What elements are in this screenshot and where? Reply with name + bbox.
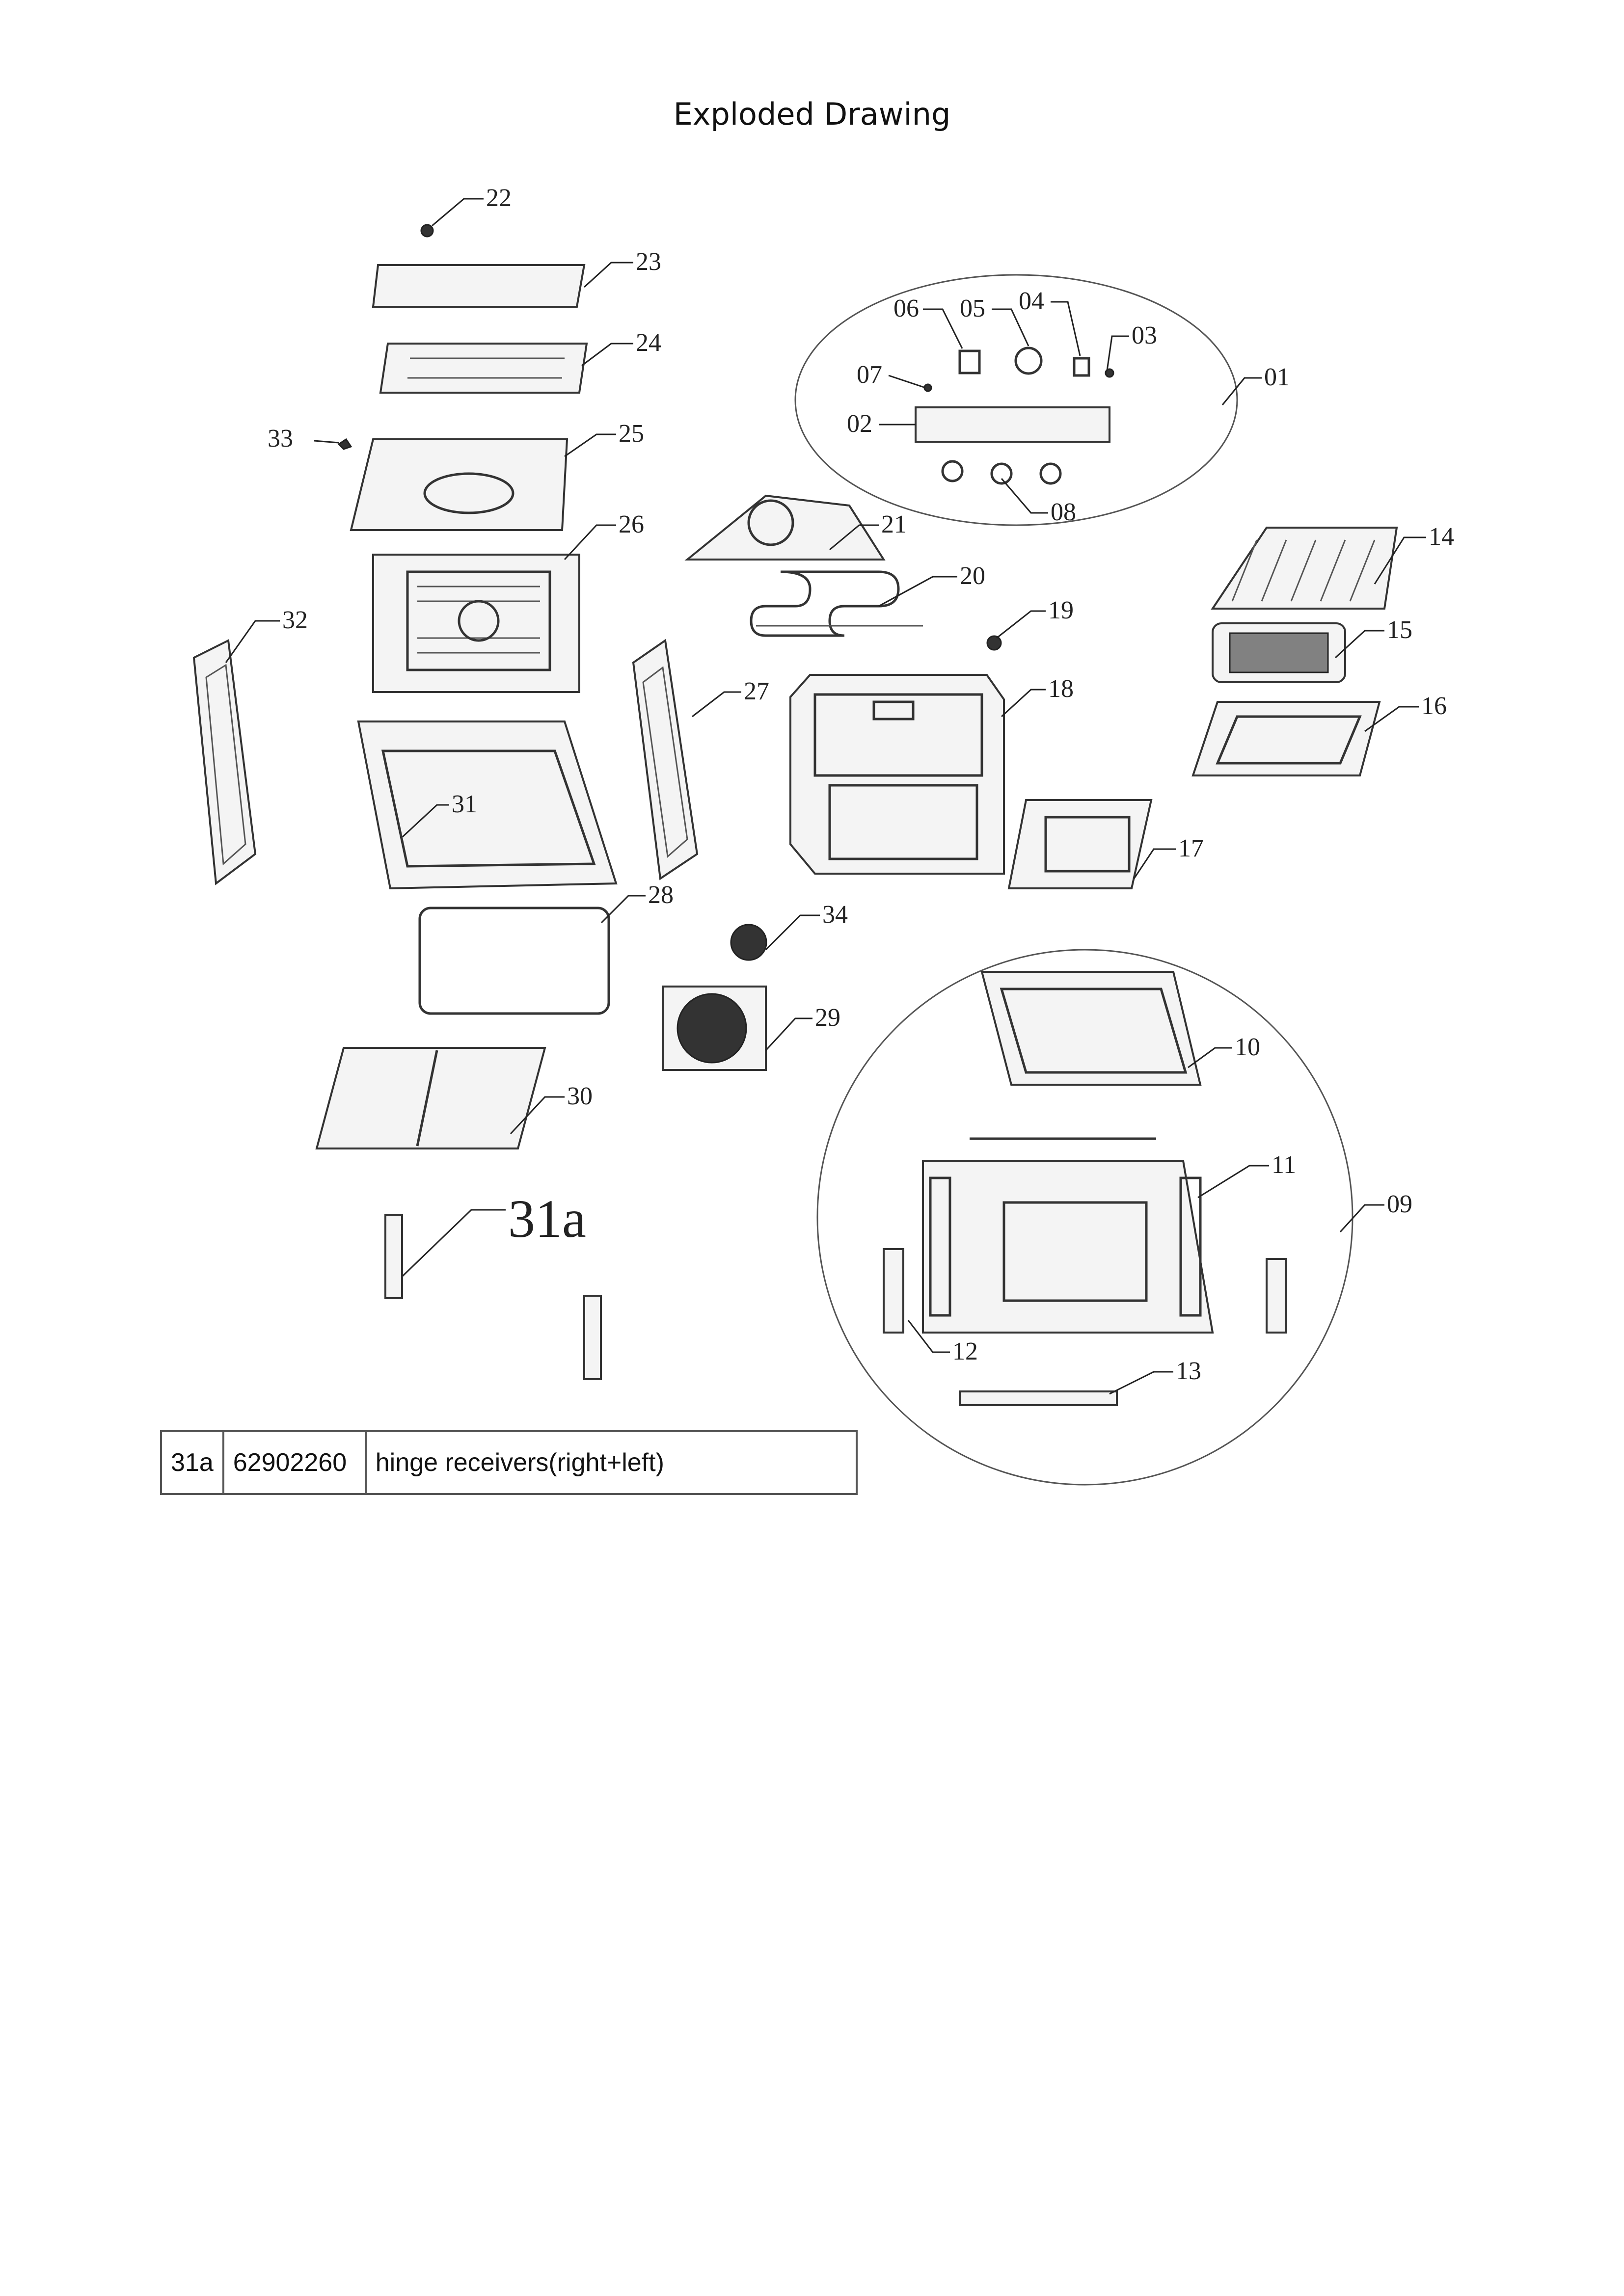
part-20-heating-element xyxy=(750,570,900,637)
callout-08: 08 xyxy=(1051,498,1076,526)
callout-09: 09 xyxy=(1387,1190,1412,1218)
table-cell-item: 31a xyxy=(160,1430,224,1495)
callout-21: 21 xyxy=(881,510,907,538)
part-31a-hinge-receiver-right xyxy=(583,1295,602,1380)
part-12-door-hinge-right xyxy=(1266,1258,1287,1334)
callout-05: 05 xyxy=(960,294,985,322)
part-08-knob-1 xyxy=(941,460,964,482)
part-07-screw xyxy=(923,383,932,392)
part-12-door-hinge-left xyxy=(883,1248,904,1334)
callout-28: 28 xyxy=(648,881,674,909)
part-24-top-panel xyxy=(379,343,588,394)
callout-29: 29 xyxy=(815,1004,840,1032)
part-25-cavity-top xyxy=(350,438,568,531)
part-16-baking-tray xyxy=(1191,701,1381,776)
parts-table: 31a 62902260 hinge receivers(right+left) xyxy=(160,1430,858,1495)
callout-33: 33 xyxy=(268,425,293,453)
callout-10: 10 xyxy=(1235,1033,1260,1061)
part-10-door-glass xyxy=(980,971,1202,1086)
callout-06: 06 xyxy=(893,294,919,322)
page-title: Exploded Drawing xyxy=(673,96,951,132)
part-05-knob xyxy=(1014,347,1043,375)
part-22-screw xyxy=(420,224,434,238)
part-21-fan-cover xyxy=(684,494,886,561)
part-28-gasket xyxy=(418,907,610,1015)
callout-19: 19 xyxy=(1048,596,1074,624)
callout-15: 15 xyxy=(1387,616,1412,644)
callout-14: 14 xyxy=(1429,523,1454,551)
callout-31: 31 xyxy=(452,790,477,818)
callout-23: 23 xyxy=(636,248,661,276)
callout-13: 13 xyxy=(1176,1357,1201,1385)
callout-22: 22 xyxy=(486,184,512,212)
callout-30: 30 xyxy=(567,1082,593,1110)
part-19-lamp xyxy=(986,635,1002,651)
callout-16: 16 xyxy=(1421,692,1447,720)
part-06-switch xyxy=(958,349,981,374)
callout-31a: 31a xyxy=(508,1189,586,1249)
part-27-right-side-panel xyxy=(632,639,699,881)
callout-03: 03 xyxy=(1132,321,1157,349)
callout-18: 18 xyxy=(1048,675,1074,703)
callout-32: 32 xyxy=(282,606,308,634)
callout-17: 17 xyxy=(1178,834,1204,862)
callout-07: 07 xyxy=(857,361,882,389)
callout-02: 02 xyxy=(847,410,872,438)
callout-12: 12 xyxy=(952,1337,978,1365)
callout-26: 26 xyxy=(619,510,644,538)
part-04-switch xyxy=(1073,357,1090,377)
callout-20: 20 xyxy=(960,562,985,590)
callout-11: 11 xyxy=(1272,1151,1296,1179)
part-31a-hinge-receiver-left xyxy=(384,1214,403,1299)
table-cell-part-number: 62902260 xyxy=(222,1430,367,1495)
callout-27: 27 xyxy=(744,677,769,705)
part-11-inner-door xyxy=(922,1160,1214,1334)
door-group-ellipse xyxy=(816,949,1353,1486)
part-03-screw xyxy=(1105,368,1114,378)
part-34-fan-blade xyxy=(730,924,767,961)
part-26-rear-panel xyxy=(372,554,580,693)
callout-01: 01 xyxy=(1264,363,1290,391)
part-33-clip xyxy=(337,438,352,450)
callout-25: 25 xyxy=(619,420,644,448)
part-30-bottom-panel xyxy=(315,1047,546,1149)
control-panel-group-ellipse xyxy=(794,274,1238,526)
table-row: 31a 62902260 hinge receivers(right+left) xyxy=(160,1430,858,1495)
table-cell-description: hinge receivers(right+left) xyxy=(364,1430,858,1495)
callout-04: 04 xyxy=(1019,287,1044,315)
part-23-top-cover xyxy=(372,264,586,308)
callout-24: 24 xyxy=(636,329,661,357)
part-02-control-panel xyxy=(915,406,1110,443)
part-32-left-side-panel xyxy=(192,639,257,885)
part-08-knob-2 xyxy=(990,462,1013,485)
part-08-knob-3 xyxy=(1039,462,1062,485)
part-13-door-handle xyxy=(959,1390,1118,1406)
part-31-front-frame xyxy=(357,721,618,890)
callout-34: 34 xyxy=(822,901,848,929)
